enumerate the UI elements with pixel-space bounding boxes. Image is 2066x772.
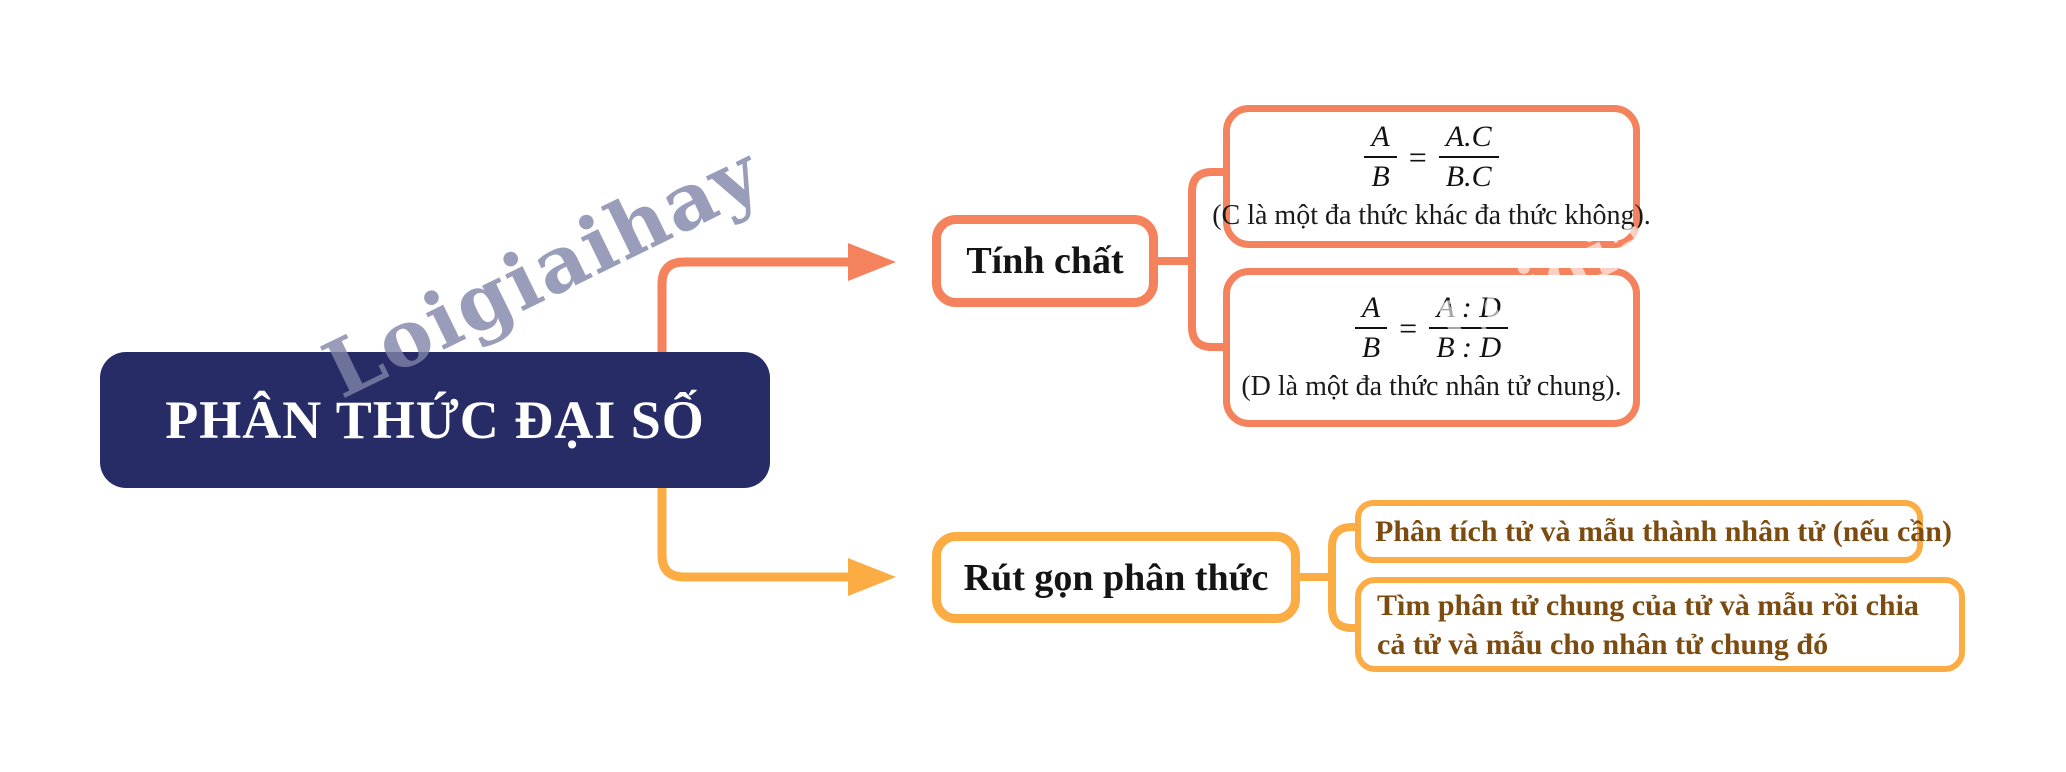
step-card-2: Tìm phân tử chung của tử và mẫu rồi chia… [1355, 577, 1965, 672]
step-card-1: Phân tích tử và mẫu thành nhân tử (nếu c… [1355, 500, 1952, 563]
connector-root-to-rut-gon [657, 488, 852, 582]
property-card-1: A B = A.C B.C (C là một đa thức khác đa … [1212, 105, 1651, 248]
arrowhead-tinh-chat [848, 243, 896, 281]
denominator: B [1361, 330, 1381, 364]
fraction-left: A B [1354, 292, 1388, 364]
branch-label-rut-gon: Rút gọn phân thức [963, 556, 1269, 599]
formula-note-d: (D là một đa thức nhân tử chung). [1241, 370, 1622, 402]
formula-note-c: (C là một đa thức khác đa thức không). [1212, 199, 1651, 231]
step-text-2: Tìm phân tử chung của tử và mẫu rồi chia… [1377, 588, 1919, 661]
numerator: A : D [1429, 292, 1508, 329]
branch-node-tinh-chat: Tính chất [932, 215, 1158, 307]
numerator: A [1354, 292, 1388, 329]
equals-sign: = [1408, 138, 1427, 175]
connector-bracket-properties [1188, 168, 1223, 351]
arrowhead-rut-gon [848, 558, 896, 596]
formula-multiply: A B = A.C B.C [1364, 121, 1499, 193]
numerator: A [1364, 121, 1397, 158]
denominator: B.C [1445, 159, 1492, 193]
formula-divide: A B = A : D B : D [1354, 292, 1508, 364]
numerator: A.C [1438, 121, 1499, 158]
connector-bracket-simplify [1328, 523, 1355, 632]
branch-node-rut-gon: Rút gọn phân thức [932, 532, 1300, 623]
denominator: B : D [1436, 330, 1502, 364]
branch-label-tinh-chat: Tính chất [966, 240, 1124, 282]
fraction-right: A.C B.C [1438, 121, 1499, 193]
fraction-right: A : D B : D [1429, 292, 1508, 364]
root-node: PHÂN THỨC ĐẠI SỐ [100, 352, 770, 488]
fraction-left: A B [1364, 121, 1397, 193]
denominator: B [1371, 159, 1390, 193]
root-title: PHÂN THỨC ĐẠI SỐ [165, 390, 705, 450]
equals-sign: = [1399, 309, 1418, 346]
property-card-2: A B = A : D B : D (D là một đa thức nhân… [1223, 268, 1640, 427]
step-text-1: Phân tích tử và mẫu thành nhân tử (nếu c… [1375, 515, 1952, 548]
connector-root-to-tinh-chat [657, 257, 852, 352]
